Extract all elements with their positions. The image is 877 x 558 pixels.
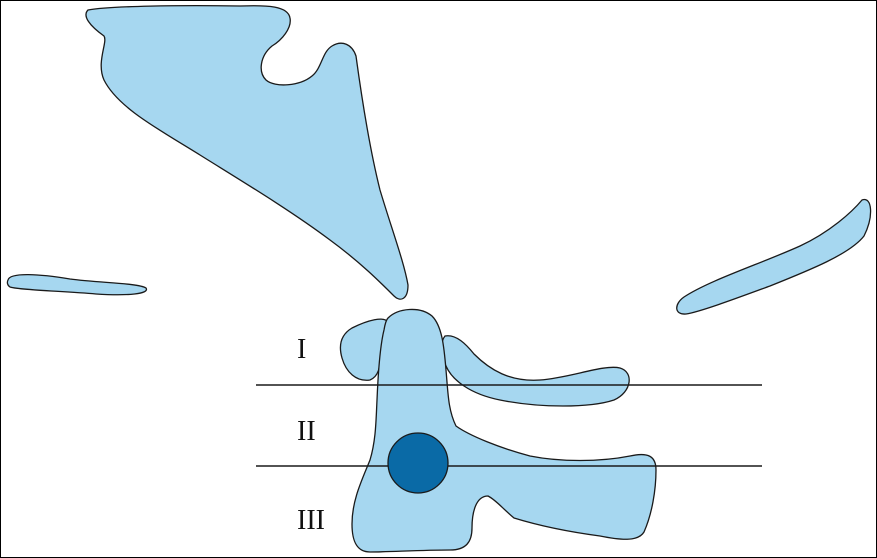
central-body-shape bbox=[352, 309, 656, 552]
circle-marker bbox=[388, 433, 448, 493]
left-elongated-shape bbox=[7, 275, 146, 295]
zone-label-2: II bbox=[297, 416, 316, 447]
right-elongated-shape bbox=[677, 199, 871, 314]
right-branch-shape bbox=[441, 336, 629, 406]
upper-triangular-shape bbox=[86, 6, 408, 300]
zone-label-1: I bbox=[297, 334, 306, 365]
zone-label-3: III bbox=[297, 505, 325, 536]
